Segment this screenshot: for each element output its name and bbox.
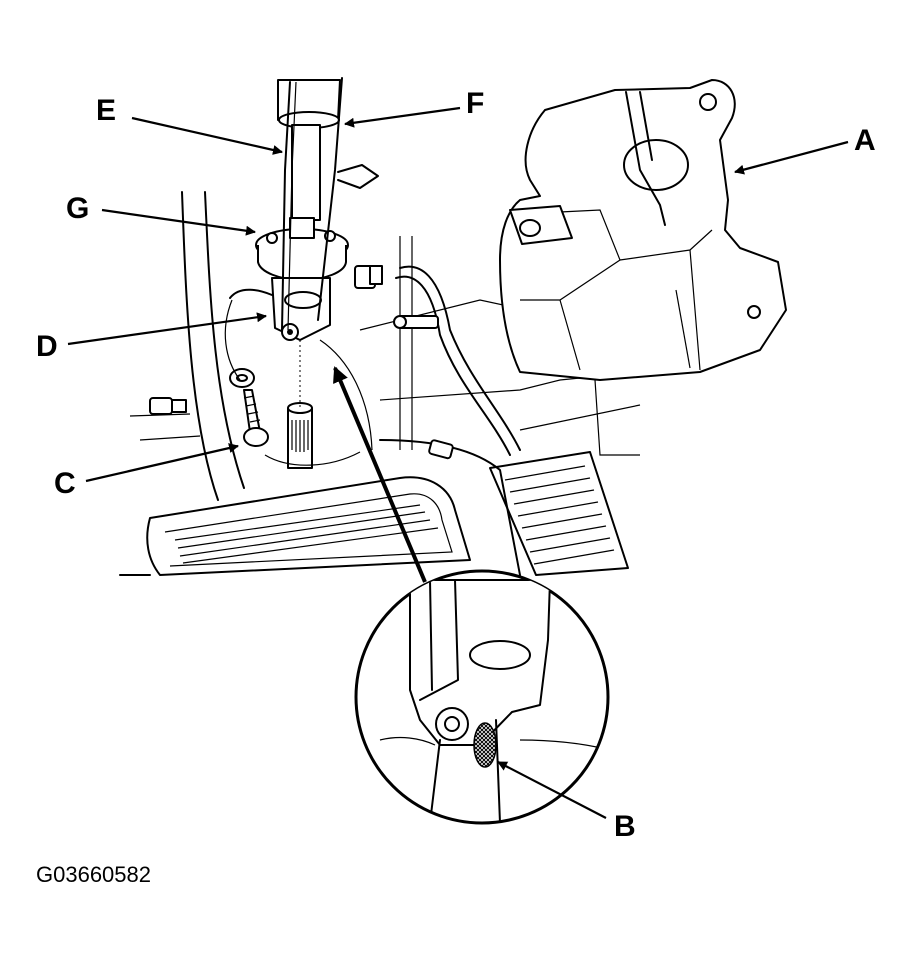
callout-g: G (66, 192, 89, 225)
callout-f: F (466, 87, 484, 120)
callout-e: E (96, 94, 116, 127)
callout-a: A (854, 124, 876, 157)
callout-d: D (36, 330, 58, 363)
callout-c: C (54, 467, 76, 500)
detail-inset (354, 569, 610, 825)
leader-lines (67, 106, 849, 819)
steering-joint-cover (499, 79, 787, 381)
bolt-and-lower-shaft (224, 288, 373, 469)
figure-id-code: G03660582 (36, 862, 151, 887)
callout-b: B (614, 810, 636, 843)
steering-shaft (255, 77, 379, 341)
